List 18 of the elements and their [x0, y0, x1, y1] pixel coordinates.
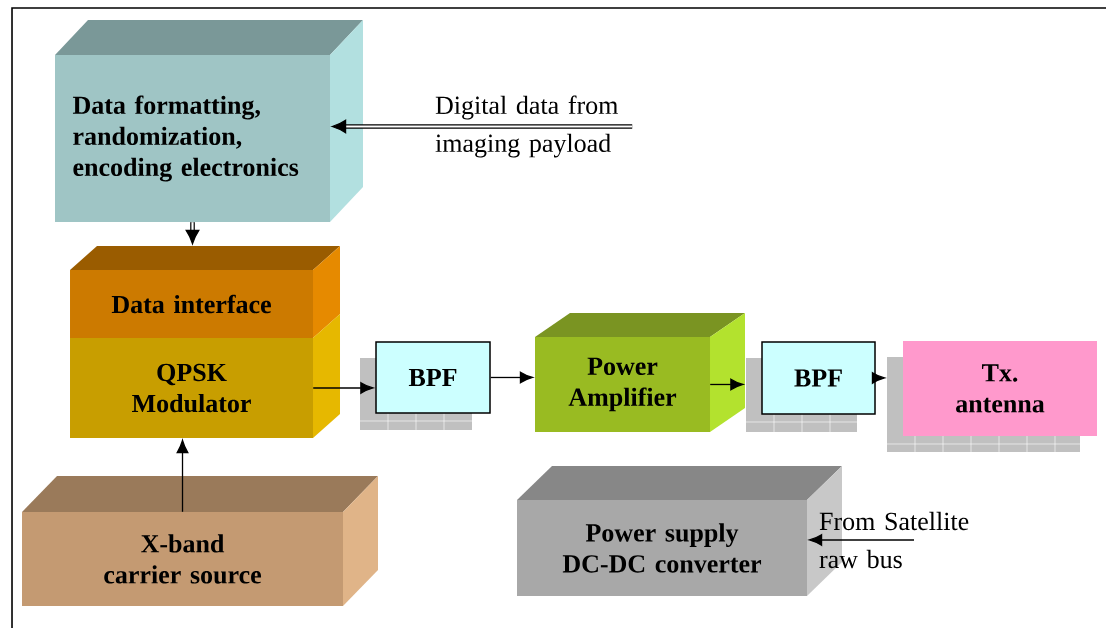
arrow [871, 372, 886, 384]
arrow [312, 382, 374, 394]
input-label: From Satellite raw bus [819, 511, 969, 569]
arrow [808, 534, 915, 546]
arrow [331, 119, 633, 134]
antenna-box: Tx. antenna [886, 341, 1097, 453]
block: QPSK Modulator [70, 314, 340, 438]
block: Data interface [70, 246, 340, 338]
arrow [176, 439, 189, 513]
input-label: Digital data from imaging payload [435, 95, 618, 158]
arrow [709, 378, 744, 391]
block: Data formatting, randomization, encoding electronics [55, 20, 363, 222]
arrow [490, 371, 534, 384]
filter-box: BPF [745, 341, 876, 433]
arrow [185, 222, 200, 245]
block: X-band carrier source [22, 476, 378, 606]
block: Power Amplifier [535, 313, 745, 432]
filter-box: BPF [359, 341, 491, 431]
